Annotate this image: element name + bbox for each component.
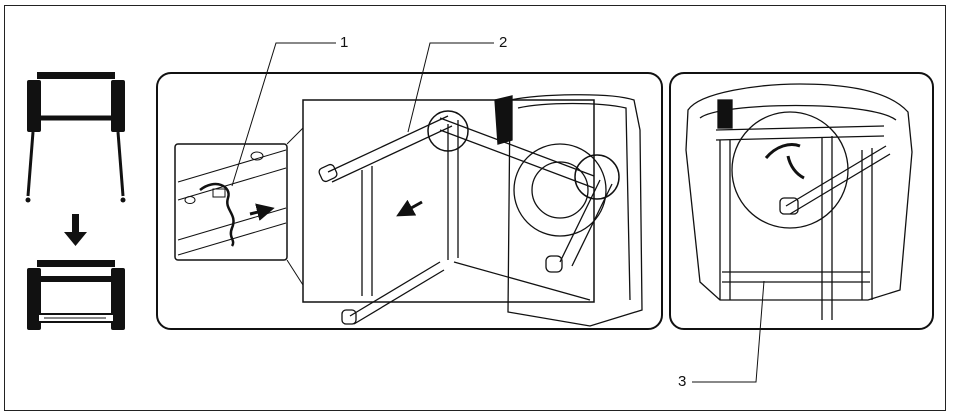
arrow-down-icon bbox=[64, 214, 87, 246]
inset-detail bbox=[174, 143, 288, 261]
highlight-circle-left bbox=[427, 110, 469, 152]
push-arrow-icon bbox=[396, 199, 423, 217]
frame-illustration-right bbox=[685, 83, 913, 320]
callout-label-1: 1 bbox=[340, 34, 349, 51]
callout-label-2: 2 bbox=[499, 34, 508, 51]
callout-leaders bbox=[231, 42, 765, 383]
frame-illustration-middle bbox=[318, 94, 643, 327]
frame-unfolded-icon bbox=[25, 72, 126, 203]
frame-folded-icon bbox=[27, 260, 125, 330]
highlight-circle-right bbox=[574, 154, 620, 200]
callout-label-3: 3 bbox=[678, 373, 687, 390]
zoom-box bbox=[302, 99, 595, 303]
